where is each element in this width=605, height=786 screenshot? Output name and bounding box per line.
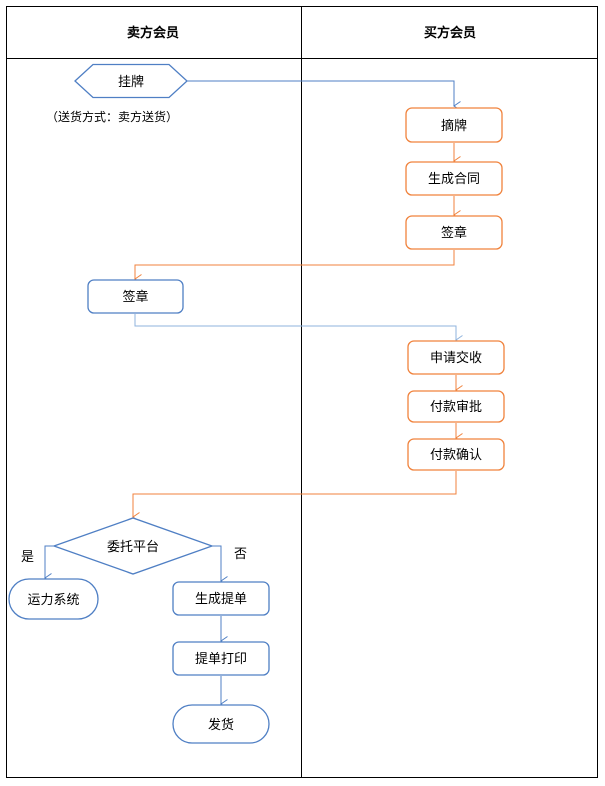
node-decision-label: 委托平台 [107, 540, 159, 555]
label-no: 否 [234, 547, 247, 562]
node-pay-approve-label: 付款审批 [430, 400, 482, 415]
node-ship: 发货 [172, 704, 270, 744]
lane-header-buyer: 买方会员 [424, 25, 476, 41]
node-seller-sign: 签章 [87, 279, 184, 314]
node-apply-delivery: 申请交收 [407, 340, 505, 375]
node-apply-delivery-label: 申请交收 [430, 350, 482, 366]
arrow-confirm-to-decision [132, 471, 457, 522]
delivery-method-note: （送货方式：卖方送货） [46, 109, 178, 124]
node-gen-contract-label: 生成合同 [428, 172, 480, 187]
node-ship-label: 发货 [208, 717, 234, 733]
node-transport-system: 运力系统 [8, 578, 99, 620]
arrow-list-to-delist [187, 80, 461, 111]
node-gen-contract: 生成合同 [405, 161, 503, 196]
node-list: 挂牌 [74, 63, 188, 99]
node-gen-bill: 生成提单 [172, 581, 270, 616]
node-buyer-sign-label: 签章 [441, 225, 467, 241]
node-list-label: 挂牌 [118, 74, 144, 90]
node-print-bill-label: 提单打印 [195, 651, 247, 667]
node-seller-sign-label: 签章 [122, 289, 148, 305]
arrow-decision-no-to-bill [212, 545, 228, 586]
node-delist: 摘牌 [405, 107, 503, 143]
node-delist-label: 摘牌 [441, 118, 467, 134]
node-gen-bill-label: 生成提单 [195, 591, 247, 607]
swimlane-frame [6, 6, 598, 778]
node-print-bill: 提单打印 [172, 641, 270, 676]
node-decision: 委托平台 [52, 517, 214, 575]
label-yes: 是 [21, 550, 34, 565]
node-pay-confirm: 付款确认 [407, 438, 505, 471]
node-buyer-sign: 签章 [405, 215, 503, 250]
arrow-decision-yes-to-transport [44, 545, 54, 583]
arrow-buyer-sign-to-seller-sign [134, 250, 455, 284]
node-pay-confirm-label: 付款确认 [430, 448, 482, 463]
node-transport-label: 运力系统 [27, 593, 79, 608]
connectors [44, 80, 463, 709]
arrow-seller-sign-to-apply [134, 314, 463, 345]
node-pay-approve: 付款审批 [407, 390, 505, 423]
lane-header-seller: 卖方会员 [127, 25, 179, 41]
